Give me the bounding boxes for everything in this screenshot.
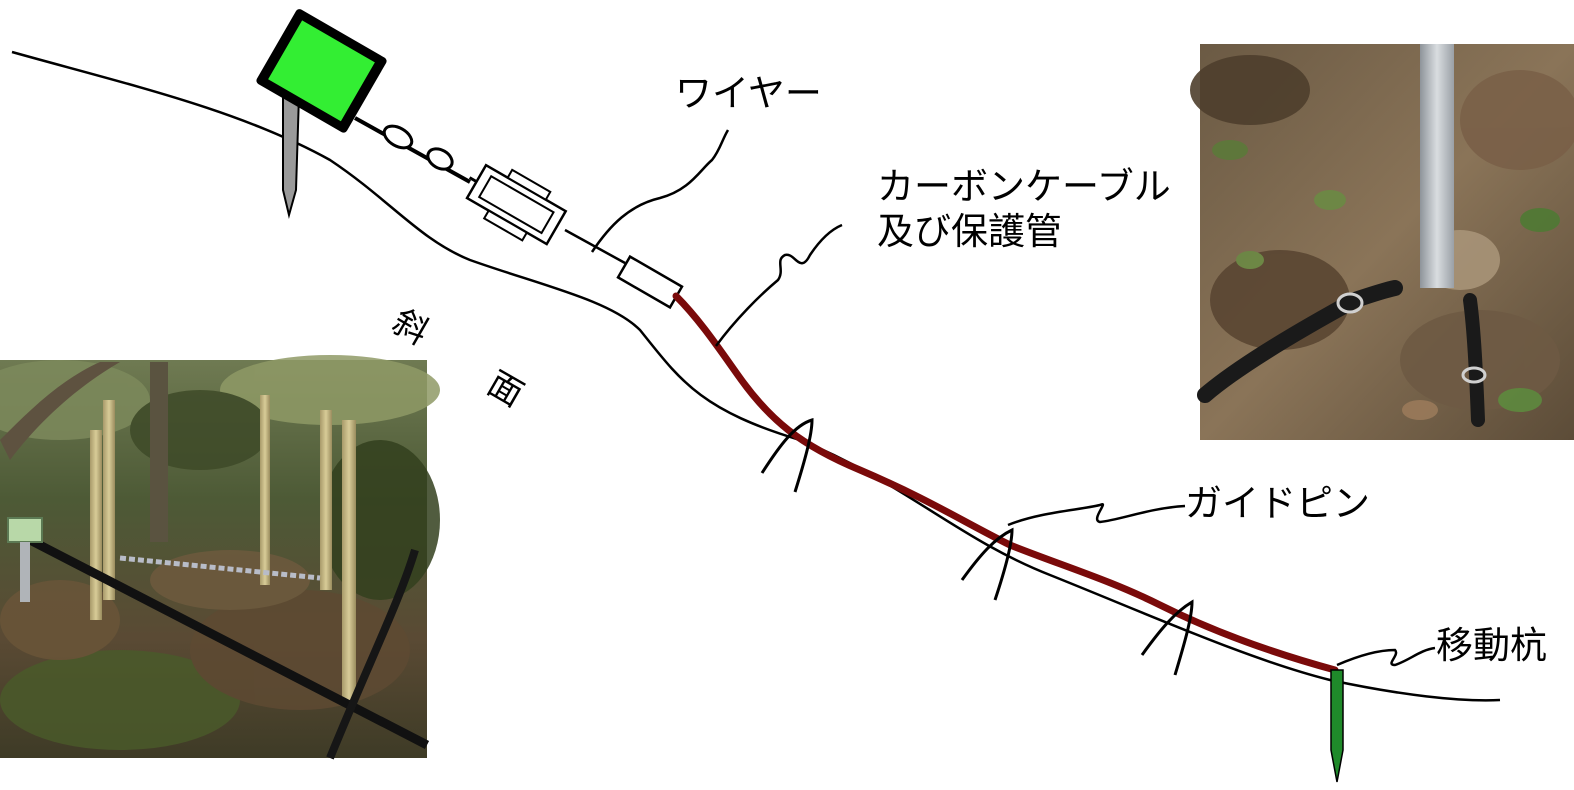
cable-leader-line xyxy=(714,223,843,347)
slope-surface-line xyxy=(11,50,1501,702)
wire-segment-box xyxy=(354,116,471,184)
tensioner-device xyxy=(465,163,568,246)
fixed-stake xyxy=(282,94,301,219)
moving-stake-label: 移動杭 xyxy=(1436,624,1547,667)
guide-pin xyxy=(1140,599,1194,676)
cable-connector xyxy=(616,254,684,310)
guide-pin-leader-line xyxy=(1007,502,1186,527)
moving-stake-leader-line xyxy=(1336,646,1436,667)
site-photo xyxy=(0,355,440,760)
carbon-cable xyxy=(672,292,1339,674)
shackle-links xyxy=(382,124,454,171)
guide-pin-label: ガイドピン xyxy=(1185,482,1370,525)
wire-leader-line xyxy=(590,129,730,253)
sensor-box xyxy=(256,9,387,133)
cable-label-line1: カーボンケーブル xyxy=(877,165,1171,208)
guide-pin xyxy=(760,417,814,493)
guide-pin xyxy=(960,527,1014,601)
cable-label-line2: 及び保護管 xyxy=(877,210,1062,253)
moving-stake xyxy=(1330,669,1344,783)
wire-label: ワイヤー xyxy=(675,72,822,115)
detail-photo xyxy=(1190,44,1574,440)
